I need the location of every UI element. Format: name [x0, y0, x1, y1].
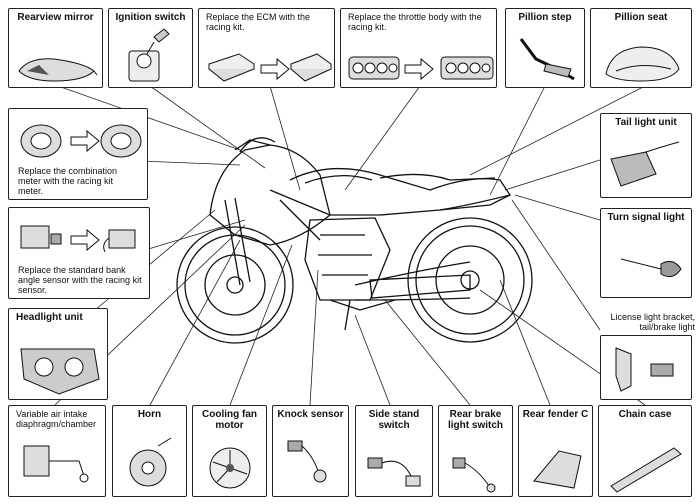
callout-label: Variable air intake diaphragm/chamber — [16, 409, 97, 429]
headlight-icon — [20, 348, 100, 395]
callout-replace-ecm: Replace the ECM with the racing kit. — [198, 8, 335, 88]
callout-label: Tail light unit — [615, 117, 677, 128]
callout-pillion-seat: Pillion seat — [590, 8, 692, 88]
license-light-label: License light bracket, tail/brake light — [610, 312, 695, 332]
rearview-mirror-icon — [18, 58, 98, 82]
callout-label: Headlight unit — [16, 312, 83, 323]
side-stand-switch-icon — [367, 457, 421, 487]
cooling-fan-icon — [209, 447, 251, 489]
callout-knock-sensor: Knock sensor — [272, 405, 349, 497]
bank-angle-sensor-icon — [20, 225, 136, 253]
license-bracket-icon — [615, 347, 674, 392]
knock-sensor-icon — [287, 440, 327, 483]
pillion-step-icon — [519, 38, 575, 81]
callout-label: Replace the ECM with the racing kit. — [206, 12, 311, 32]
callout-label: Ignition switch — [115, 12, 186, 23]
callout-label: Rearview mirror — [17, 12, 94, 23]
callout-side-stand-switch: Side stand switch — [355, 405, 433, 497]
combination-meter-icon — [20, 124, 142, 158]
callout-label: Replace the combination meter with the r… — [18, 166, 118, 196]
ecm-icon — [207, 53, 332, 82]
callout-license-light-bracket — [600, 335, 692, 400]
callout-label: Replace the throttle body with the racin… — [348, 12, 482, 32]
tail-light-icon — [610, 141, 680, 187]
callout-label: Cooling fan motor — [202, 409, 257, 431]
chain-case-icon — [610, 447, 682, 493]
callout-replace-throttle: Replace the throttle body with the racin… — [340, 8, 497, 88]
callout-ignition-switch: Ignition switch — [108, 8, 193, 88]
horn-icon — [129, 437, 172, 487]
callout-headlight-unit: Headlight unit — [8, 308, 108, 400]
air-intake-icon — [23, 445, 89, 483]
callout-rear-brake-light-switch: Rear brake light switch — [438, 405, 513, 497]
callout-label: Pillion step — [518, 12, 572, 23]
turn-signal-icon — [620, 258, 682, 278]
callout-variable-air-intake: Variable air intake diaphragm/chamber — [8, 405, 106, 497]
callout-cooling-fan-motor: Cooling fan motor — [192, 405, 267, 497]
callout-label: Chain case — [618, 409, 672, 420]
callout-turn-signal-light: Turn signal light — [600, 208, 692, 298]
ignition-switch-icon — [128, 28, 170, 82]
callout-tail-light-unit: Tail light unit — [600, 113, 692, 198]
callout-bank-angle-sensor: Replace the standard bank angle sensor w… — [8, 207, 150, 299]
brake-switch-icon — [452, 457, 496, 493]
callout-label: Side stand switch — [368, 409, 420, 431]
callout-label: Rear brake light switch — [448, 409, 503, 431]
callout-chain-case: Chain case — [598, 405, 692, 497]
callout-horn: Horn — [112, 405, 187, 497]
callout-label: Turn signal light — [607, 212, 685, 223]
callout-rear-fender-c: Rear fender C — [518, 405, 593, 497]
callout-rearview-mirror: Rearview mirror — [8, 8, 103, 88]
callout-label: Knock sensor — [277, 409, 344, 420]
callout-pillion-step: Pillion step — [505, 8, 585, 88]
rear-fender-icon — [533, 450, 582, 489]
callout-combination-meter: Replace the combination meter with the r… — [8, 108, 148, 200]
throttle-body-icon — [348, 56, 494, 81]
callout-label: Rear fender C — [522, 409, 589, 420]
callout-label: Horn — [137, 409, 162, 420]
pillion-seat-icon — [605, 46, 680, 82]
callout-label: Replace the standard bank angle sensor w… — [18, 265, 142, 295]
callout-label: Pillion seat — [614, 12, 668, 23]
